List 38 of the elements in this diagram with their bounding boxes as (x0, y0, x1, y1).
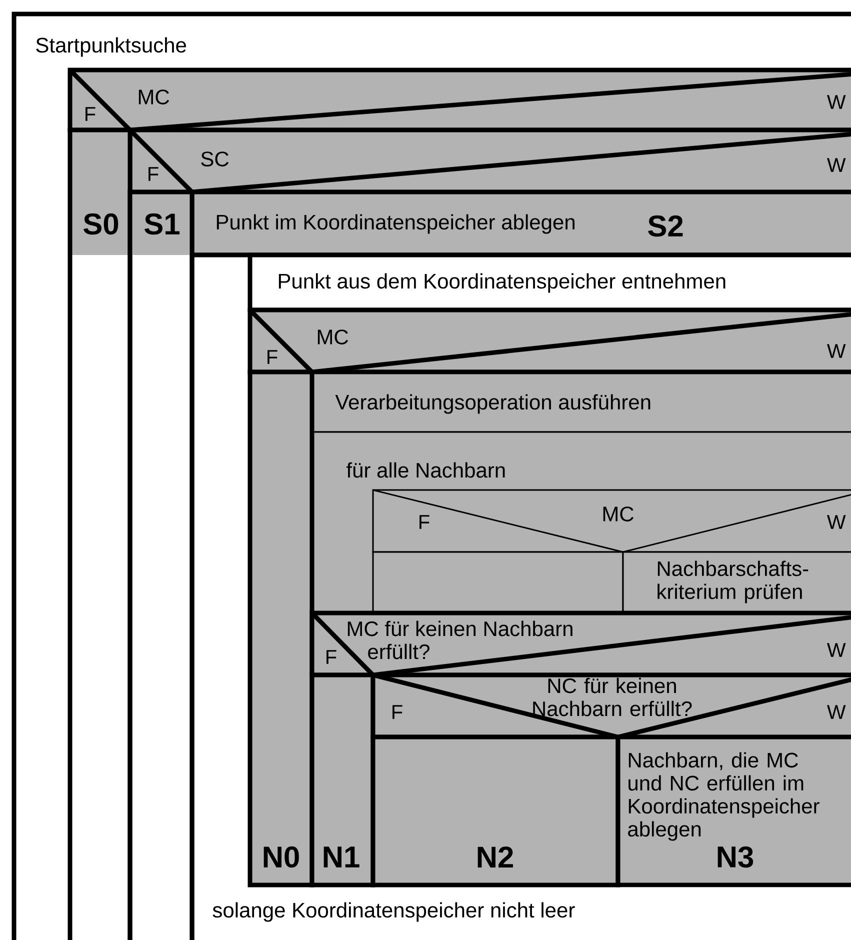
block-text: Verarbeitungsoperation ausführen (335, 394, 650, 414)
branch-label: F (326, 650, 336, 664)
branch-label: F (86, 107, 96, 121)
condition-text: MC für keinen Nachbarn erfüllt? (348, 620, 572, 660)
branch-column (68, 128, 132, 940)
decision-block (372, 489, 851, 553)
condition-text: MC (318, 330, 348, 344)
branch-label: F (420, 515, 430, 529)
block-text: Nachbarschafts- kriterium prüfen (658, 560, 808, 604)
block-text: solange Koordinatenspeicher nicht leer (212, 902, 575, 922)
heading-text: Startpunktsuche (36, 37, 186, 57)
branch-label: F (148, 167, 158, 181)
block-number: N2 (478, 846, 513, 868)
block-number: S1 (144, 213, 180, 235)
branch-label: W (827, 515, 846, 529)
block-text: Punkt aus dem Koordinatenspeicher entnehmen (278, 273, 726, 293)
branch-label: W (827, 705, 846, 719)
branch-column (128, 190, 194, 940)
branch-label: W (827, 158, 846, 172)
block-number: N3 (718, 846, 754, 868)
block-text: Punkt im Koordinatenspeicher ablegen (216, 214, 574, 234)
condition-text: NC für keinen Nachbarn erfüllt? (533, 678, 692, 716)
branch-label: W (827, 95, 846, 109)
branch-label: F (392, 705, 402, 719)
block-text: für alle Nachbarn (346, 462, 505, 478)
process-block (622, 551, 851, 614)
condition-text: MC (603, 506, 634, 522)
block-number: N0 (264, 846, 299, 868)
condition-text: SC (201, 152, 229, 166)
block-text: Nachbarn, die MC und NC erfüllen im Koordinatenspeicher ablegen (628, 752, 820, 841)
condition-text: MC (138, 90, 170, 104)
block-number: S2 (648, 215, 683, 237)
branch-label: F (268, 350, 278, 364)
block-number: S0 (84, 213, 118, 235)
branch-label: W (827, 643, 846, 657)
block-number: N1 (324, 846, 360, 868)
process-block (616, 734, 851, 888)
branch-label: W (827, 344, 846, 358)
